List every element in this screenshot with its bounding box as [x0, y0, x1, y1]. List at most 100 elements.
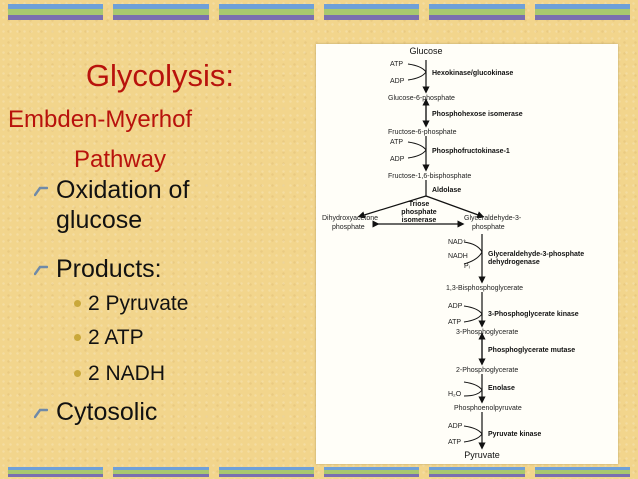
stripe-line: [113, 473, 209, 477]
enzyme-pk: Pyruvate kinase: [488, 431, 541, 438]
metabolite-g3p: Glyceraldehyde-3-: [464, 215, 522, 222]
enzyme-pgi: Phosphohexose isomerase: [432, 111, 523, 118]
glycolysis-pathway-diagram: Glucose Glucose-6-phosphate Fructose-6-p…: [316, 44, 618, 464]
cofactor-atp-2: ATP: [390, 139, 403, 146]
stripe-line: [218, 9, 314, 15]
stripe-line: [113, 4, 209, 10]
bullet-products: Products:: [34, 255, 162, 284]
stripe-line: [534, 4, 630, 10]
sub-bullet-text: 2 Pyruvate: [88, 292, 189, 315]
metabolite-pyruvate: Pyruvate: [464, 450, 500, 460]
bullet-text-continuation: glucose: [56, 206, 143, 234]
enzyme-pgm: Phosphoglycerate mutase: [488, 347, 575, 354]
stripe-line: [534, 14, 630, 20]
enzyme-pgk: 3-Phosphoglycerate kinase: [488, 311, 579, 318]
bullet-dash-icon: [34, 265, 48, 276]
cofactor-nad: NAD⁺: [448, 239, 467, 246]
stripe-line: [534, 473, 630, 477]
cofactor-arrow-pgk: [463, 305, 483, 323]
sub-bullet-text: 2 ATP: [88, 326, 144, 349]
arrow-to-g3p: [425, 195, 485, 219]
enzyme-gapdh-line1: Glyceraldehyde-3-phosphate: [488, 251, 584, 258]
stripe-block: [218, 4, 314, 20]
enzyme-pfk1: Phosphofructokinase-1: [432, 148, 510, 155]
stripe-block: [429, 4, 525, 20]
stripe-line: [323, 473, 420, 477]
cofactor-pi: Pᵢ: [464, 263, 470, 270]
stripe-block: [8, 467, 104, 477]
pathway-svg: Glucose Glucose-6-phosphate Fructose-6-p…: [322, 46, 584, 460]
stripe-line: [8, 467, 104, 471]
stripe-line: [429, 4, 525, 10]
cofactor-arrow-eno: [463, 381, 483, 397]
sub-bullet-nadh: 2 NADH: [74, 362, 165, 386]
stripe-line: [323, 4, 420, 10]
stripe-line: [218, 473, 314, 477]
stripe-line: [218, 467, 314, 471]
stripe-line: [8, 9, 104, 15]
sub-bullet-atp: 2 ATP: [74, 326, 144, 350]
bottom-stripe-band: [0, 467, 638, 477]
stripe-block: [534, 467, 630, 477]
bullet-continuation: glucose: [56, 206, 142, 235]
stripe-line: [8, 14, 104, 20]
stripe-block: [218, 467, 314, 477]
metabolite-bpg: 1,3-Bisphosphoglycerate: [446, 285, 523, 292]
cofactor-atp-4: ATP: [448, 439, 461, 446]
stripe-line: [218, 470, 314, 474]
stripe-block: [113, 4, 209, 20]
stripe-line: [323, 470, 420, 474]
stripe-line: [534, 9, 630, 15]
stripe-line: [429, 473, 525, 477]
metabolite-f6p: Fructose-6-phosphate: [388, 129, 457, 136]
stripe-line: [113, 9, 209, 15]
sub-bullet-pyruvate: 2 Pyruvate: [74, 292, 189, 316]
stripe-line: [429, 467, 525, 471]
enzyme-tpi-line3: isomerase: [402, 217, 437, 224]
cofactor-arrow-pk: [463, 425, 483, 443]
stripe-line: [113, 470, 209, 474]
stripe-block: [534, 4, 630, 20]
stripe-block: [429, 467, 525, 477]
cofactor-adp-1: ADP: [390, 78, 405, 85]
enzyme-enolase: Enolase: [488, 385, 515, 392]
sub-bullet-dot-icon: [74, 300, 81, 307]
bullet-text: Oxidation of: [56, 176, 190, 204]
stripe-line: [113, 14, 209, 20]
stripe-line: [8, 473, 104, 477]
stripe-line: [534, 467, 630, 471]
stripe-line: [429, 9, 525, 15]
stripe-line: [8, 4, 104, 10]
stripe-line: [323, 14, 420, 20]
cofactor-nadh: NADH: [448, 253, 468, 260]
stripe-line: [218, 4, 314, 10]
metabolite-g3p-line2: phosphate: [472, 224, 505, 231]
enzyme-hexokinase: Hexokinase/glucokinase: [432, 70, 513, 77]
metabolite-dhap: Dihydroxyacetone: [322, 215, 378, 222]
enzyme-tpi-line2: phosphate: [401, 209, 436, 216]
metabolite-dhap-line2: phosphate: [332, 224, 365, 231]
stripe-block: [323, 467, 420, 477]
stripe-line: [218, 14, 314, 20]
enzyme-aldolase: Aldolase: [432, 187, 461, 194]
bullet-dash-icon: [34, 408, 48, 419]
sub-bullet-dot-icon: [74, 370, 81, 377]
stripe-block: [323, 4, 420, 20]
bullet-text: Cytosolic: [56, 398, 158, 426]
cofactor-atp-1: ATP: [390, 61, 403, 68]
enzyme-tpi-line1: Triose: [409, 201, 430, 208]
stripe-line: [113, 467, 209, 471]
cofactor-h2o: H₂O: [448, 391, 462, 398]
stripe-line: [323, 9, 420, 15]
enzyme-gapdh-line2: dehydrogenase: [488, 259, 540, 266]
slide-title: Glycolysis:: [85, 58, 235, 93]
slide-subtitle-pathway: Pathway: [73, 146, 167, 173]
metabolite-g6p: Glucose-6-phosphate: [388, 95, 455, 102]
metabolite-2pg: 2-Phosphoglycerate: [456, 367, 518, 374]
metabolite-glucose: Glucose: [409, 46, 442, 56]
stripe-line: [534, 470, 630, 474]
top-stripe-band: [0, 4, 638, 20]
bullet-oxidation: Oxidation of: [34, 176, 190, 205]
cofactor-adp-4: ADP: [448, 423, 463, 430]
stripe-block: [8, 4, 104, 20]
